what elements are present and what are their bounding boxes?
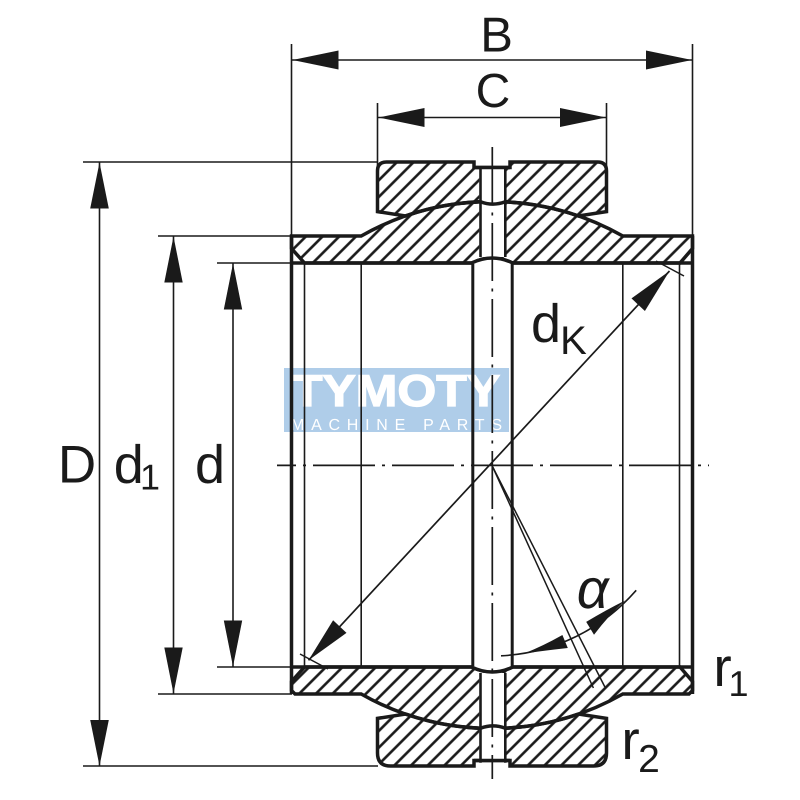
svg-text:B: B bbox=[480, 9, 513, 63]
svg-text:K: K bbox=[560, 319, 587, 363]
svg-text:C: C bbox=[476, 65, 511, 118]
svg-text:r: r bbox=[713, 636, 731, 698]
svg-text:D: D bbox=[58, 436, 96, 495]
svg-text:1: 1 bbox=[140, 457, 160, 498]
svg-text:2: 2 bbox=[638, 738, 660, 781]
svg-text:TYMOTY: TYMOTY bbox=[292, 367, 500, 416]
svg-text:α: α bbox=[577, 557, 611, 620]
svg-text:r: r bbox=[621, 709, 639, 771]
svg-text:d: d bbox=[114, 435, 144, 495]
svg-text:1: 1 bbox=[728, 663, 748, 704]
svg-text:d: d bbox=[195, 435, 225, 495]
svg-text:d: d bbox=[531, 294, 561, 354]
